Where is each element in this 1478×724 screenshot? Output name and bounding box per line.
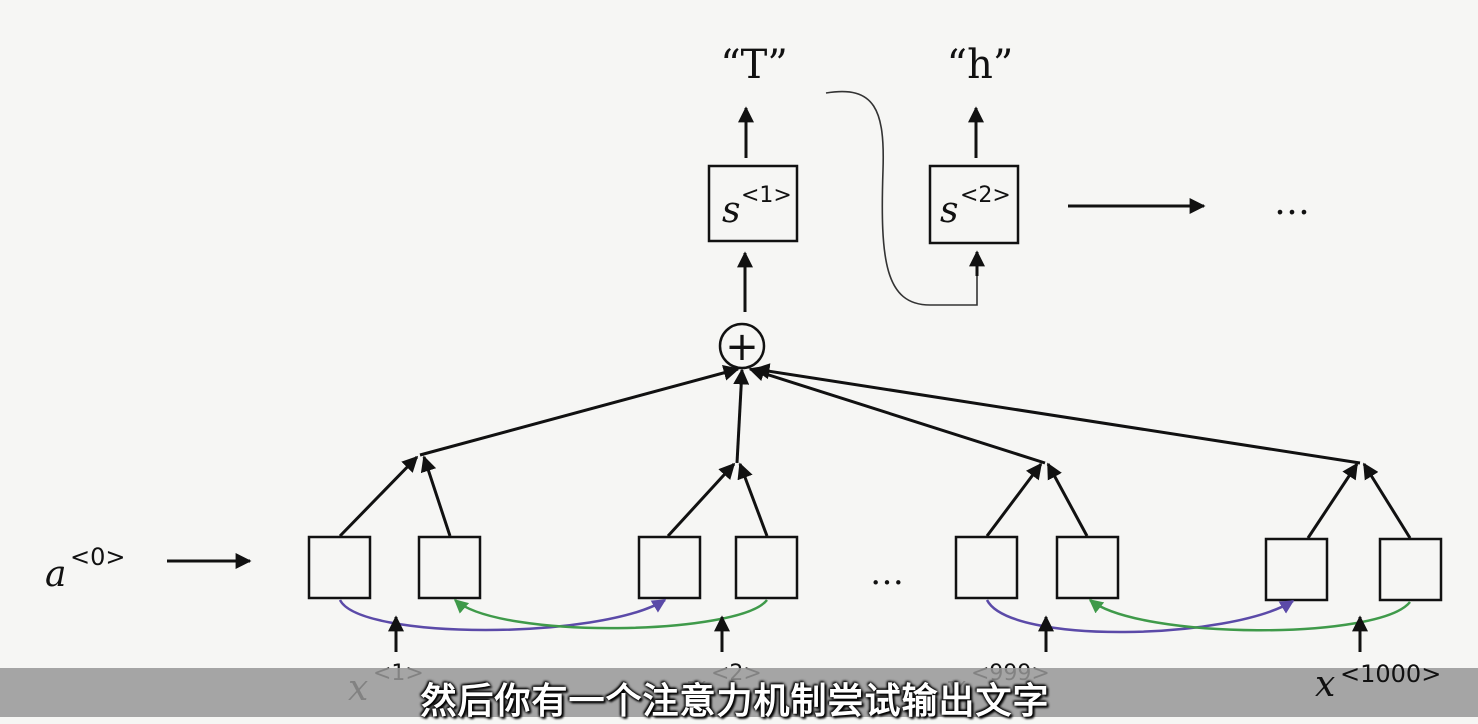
encoder-fwd-cell-1 bbox=[307, 535, 372, 600]
decoder-state-1-index: <1> bbox=[741, 183, 792, 208]
forward-recurrence-arc-1 bbox=[338, 598, 667, 632]
decoder-state-2-index: <2> bbox=[960, 183, 1011, 208]
initial-activation-index: <0> bbox=[70, 543, 126, 571]
encoder-gap-ellipsis: … bbox=[870, 553, 904, 593]
encoder-fwd-cell-2 bbox=[637, 535, 702, 600]
initial-activation-symbol: a bbox=[45, 554, 66, 595]
attention-arrow-1 bbox=[419, 365, 740, 457]
encoder-bwd-cell-1000 bbox=[1378, 537, 1443, 602]
decoder-state-2-symbol: s bbox=[940, 190, 958, 231]
combine-arrow-999-fwd bbox=[985, 462, 1043, 537]
attention-arrow-2 bbox=[733, 368, 750, 464]
backward-recurrence-arc-1 bbox=[453, 599, 768, 630]
input-1000-symbol: x bbox=[1315, 664, 1336, 705]
encoder-fwd-cell-1000 bbox=[1264, 537, 1329, 602]
combine-arrow-2-bwd bbox=[737, 462, 769, 537]
encoder-bwd-cell-2 bbox=[734, 535, 799, 600]
combine-arrow-1000-bwd bbox=[1362, 462, 1412, 539]
backward-recurrence-arc-2 bbox=[1088, 599, 1411, 632]
attention-sum-node bbox=[718, 322, 766, 370]
decoder-state-box-2 bbox=[928, 164, 1020, 245]
decoder-state-1-symbol: s bbox=[722, 190, 740, 231]
forward-recurrence-arc-2 bbox=[985, 599, 1295, 634]
combine-arrow-1000-fwd bbox=[1306, 462, 1359, 539]
decoder-state-box-1 bbox=[707, 164, 799, 243]
output-label-h: “h” bbox=[947, 42, 1014, 88]
attention-arrow-1000 bbox=[753, 363, 1361, 465]
combine-arrow-2-fwd bbox=[666, 462, 736, 538]
decoder-continuation-ellipsis: … bbox=[1274, 182, 1310, 223]
encoder-fwd-cell-999 bbox=[954, 535, 1019, 600]
combine-arrow-999-bwd bbox=[1046, 462, 1089, 537]
video-subtitle: 然后你有一个注意力机制尝试输出文字 bbox=[420, 681, 1050, 722]
output-label-T: “T” bbox=[720, 42, 788, 88]
encoder-bwd-cell-1 bbox=[417, 535, 482, 600]
output-feedback-curve bbox=[825, 90, 978, 306]
attention-arrow-999 bbox=[748, 365, 1046, 465]
subtitle-bar bbox=[0, 668, 1478, 717]
input-1000-index: <1000> bbox=[1340, 660, 1442, 688]
encoder-bwd-cell-999 bbox=[1055, 535, 1120, 600]
combine-arrow-1-fwd bbox=[338, 455, 419, 538]
attention-sum-symbol: + bbox=[725, 324, 759, 370]
combine-arrow-1-bwd bbox=[420, 455, 452, 537]
